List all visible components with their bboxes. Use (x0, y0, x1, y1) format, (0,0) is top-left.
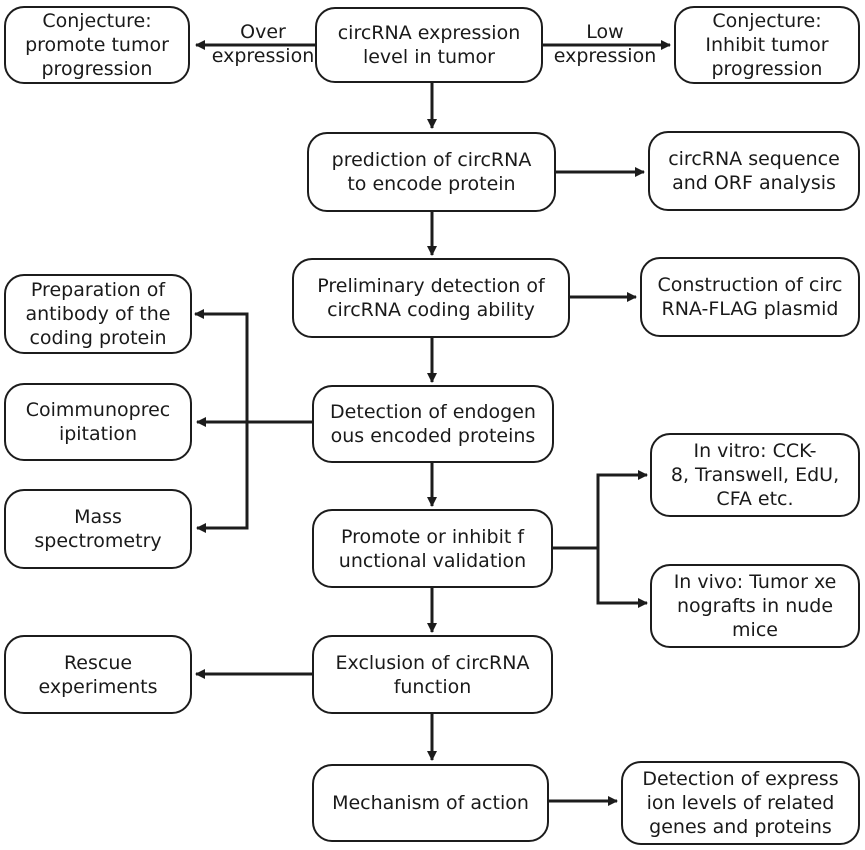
arrow-to-mass-spec (196, 422, 249, 533)
node-invitro: In vitro: CCK-8, Transwell, EdU,CFA etc. (650, 433, 860, 517)
arrow-validation-to-invivo (596, 548, 648, 608)
connector-left-riser (194, 309, 249, 422)
node-mechanism-of-action: Mechanism of action (312, 764, 549, 842)
connector-validation-branch (553, 470, 648, 550)
